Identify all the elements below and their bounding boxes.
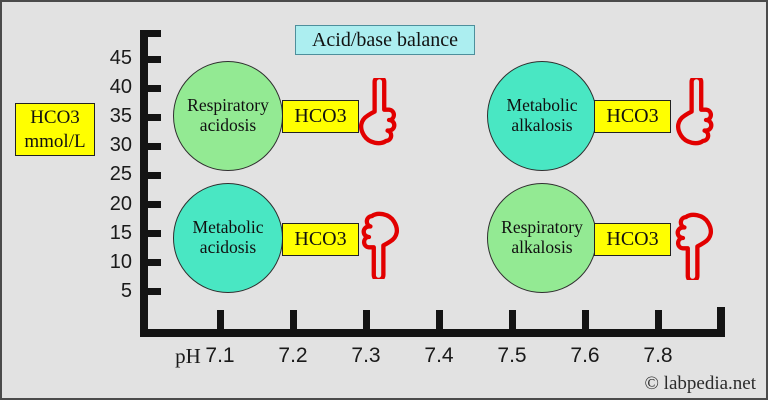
hco3-marker-box: HCO3 — [282, 100, 359, 133]
x-tick — [654, 310, 662, 330]
hand-up-icon — [671, 74, 718, 149]
y-tick — [140, 230, 161, 238]
x-tick-label: 7.4 — [424, 344, 454, 367]
y-axis-unit-label: HCO3 mmol/L — [15, 103, 95, 156]
y-tick-label: 40 — [109, 76, 132, 99]
hco3-marker-box: HCO3 — [282, 223, 359, 256]
y-tick-label: 35 — [109, 105, 132, 128]
condition-circle: Respiratory alkalosis — [487, 183, 597, 293]
x-axis-label: pH — [175, 344, 201, 368]
y-tick — [140, 84, 161, 92]
condition-label: Respiratory alkalosis — [501, 217, 583, 257]
condition-circle: Metabolic alkalosis — [487, 61, 597, 171]
hand-down-icon — [671, 209, 718, 284]
y-tick-label: 45 — [109, 47, 132, 69]
x-tick-label: 7.6 — [570, 344, 600, 367]
y-tick-label: 30 — [109, 134, 132, 157]
y-axis-end-tick — [140, 30, 161, 37]
hand-up-icon — [354, 74, 401, 149]
y-tick-label: 15 — [109, 221, 132, 244]
x-tick-label: 7.8 — [643, 344, 673, 367]
x-tick-label: 7.5 — [497, 344, 527, 367]
y-axis-line — [140, 30, 148, 337]
x-axis-line — [140, 329, 725, 337]
y-tick-label: 25 — [109, 163, 132, 186]
y-tick — [140, 55, 161, 63]
y-tick — [140, 201, 161, 208]
condition-label: Metabolic acidosis — [192, 217, 264, 257]
copyright-watermark: © labpedia.net — [644, 373, 756, 394]
x-tick — [435, 310, 443, 330]
condition-circle: Respiratory acidosis — [173, 61, 283, 171]
y-tick-label: 10 — [109, 250, 132, 273]
condition-circle: Metabolic acidosis — [173, 183, 283, 293]
x-tick-label: 7.2 — [278, 344, 308, 367]
y-tick — [140, 171, 161, 179]
hco3-marker-box: HCO3 — [594, 100, 671, 133]
y-axis-unit-line1: HCO3 — [30, 106, 80, 128]
y-tick-label: 20 — [109, 192, 132, 215]
x-tick — [581, 310, 589, 330]
condition-label: Metabolic alkalosis — [506, 95, 578, 135]
x-tick-label: 7.3 — [351, 344, 381, 367]
y-tick — [140, 142, 161, 150]
hco3-marker-box: HCO3 — [594, 223, 671, 256]
diagram-title: Acid/base balance — [295, 25, 475, 55]
x-tick — [508, 310, 516, 330]
x-tick — [362, 310, 370, 330]
x-tick — [289, 310, 297, 330]
y-tick — [140, 113, 161, 121]
x-tick — [216, 310, 224, 330]
y-axis-unit-line2: mmol/L — [24, 130, 86, 152]
y-tick-label: 5 — [120, 279, 132, 302]
x-tick-label: 7.1 — [205, 344, 235, 367]
x-axis-end-tick — [717, 307, 725, 330]
condition-label: Respiratory acidosis — [187, 95, 269, 135]
y-tick — [140, 288, 161, 296]
hand-down-icon — [357, 208, 404, 283]
y-tick — [140, 259, 161, 267]
